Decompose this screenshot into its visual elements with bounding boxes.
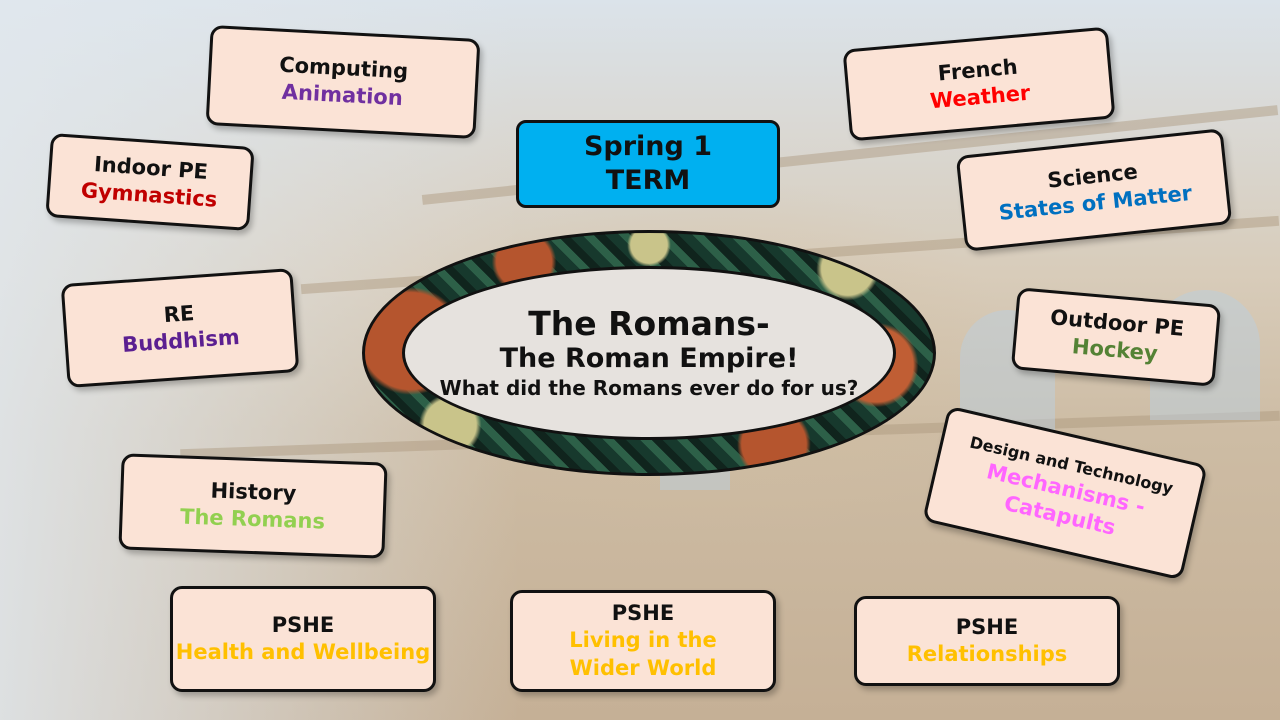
subject-card-pshe-health: PSHE Health and Wellbeing xyxy=(170,586,436,692)
subject-card-re: RE Buddhism xyxy=(60,268,300,388)
term-line-1: Spring 1 xyxy=(583,131,713,163)
subject-card-computing: Computing Animation xyxy=(205,25,481,139)
topic-title: The Romans- xyxy=(528,303,770,343)
topic-label: Animation xyxy=(281,79,404,111)
topic-label: Relationships xyxy=(906,642,1068,666)
term-line-2: TERM xyxy=(605,165,691,196)
topic-question: What did the Romans ever do for us? xyxy=(439,376,859,401)
subject-card-indoor-pe: Indoor PE Gymnastics xyxy=(45,132,255,232)
topic-label: Living in the Wider World xyxy=(569,628,717,680)
topic-subtitle: The Roman Empire! xyxy=(499,342,799,374)
term-banner: Spring 1 TERM xyxy=(516,120,780,208)
subject-label: PSHE xyxy=(611,601,675,626)
topic-label: Health and Wellbeing xyxy=(175,640,431,664)
subject-label: PSHE xyxy=(271,612,335,637)
topic-label: Buddhism xyxy=(121,324,241,358)
subject-label: PSHE xyxy=(955,614,1019,639)
subject-card-pshe-relationships: PSHE Relationships xyxy=(854,596,1120,686)
subject-label: RE xyxy=(162,300,196,327)
subject-card-pshe-wider-world: PSHE Living in the Wider World xyxy=(510,590,776,692)
topic-label: The Romans xyxy=(179,504,326,534)
subject-label: History xyxy=(210,478,297,506)
topic-title-oval: The Romans- The Roman Empire! What did t… xyxy=(402,266,896,440)
subject-card-history: History The Romans xyxy=(118,453,388,559)
